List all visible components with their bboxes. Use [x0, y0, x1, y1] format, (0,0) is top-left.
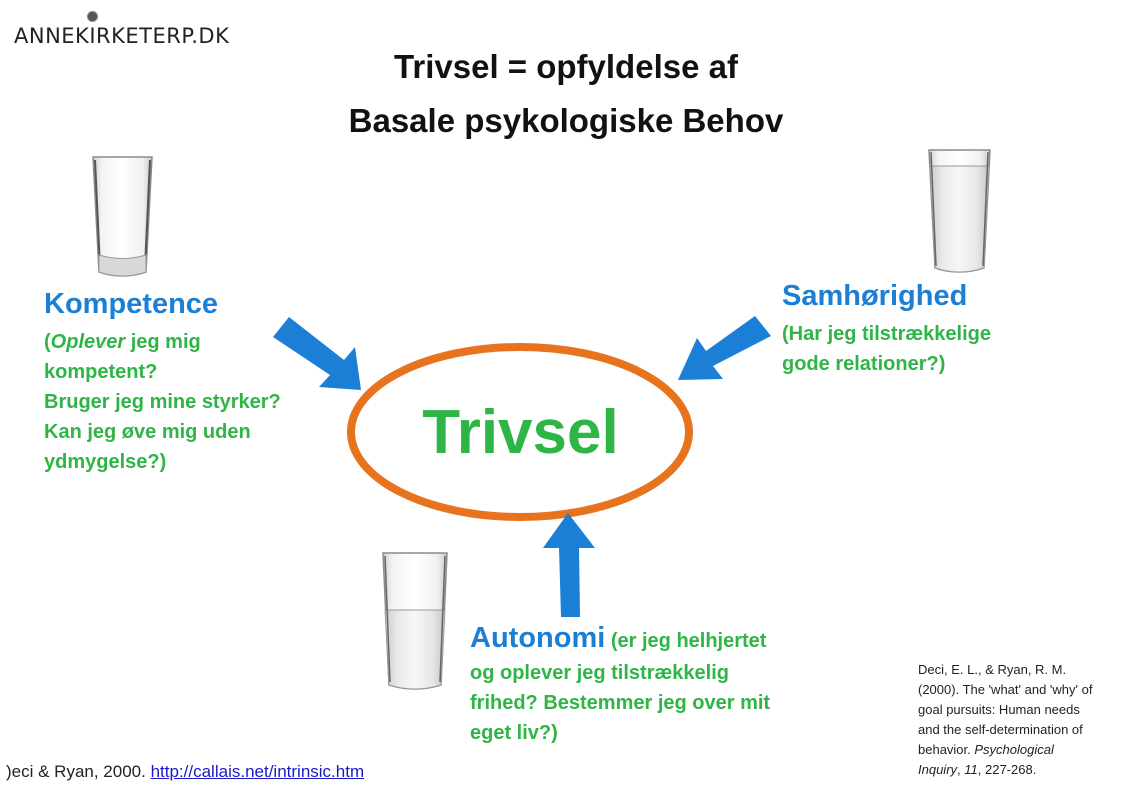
- trivsel-ellipse: [347, 343, 693, 521]
- site-logo: ANNEKIRKETERP.DK: [14, 24, 230, 48]
- citation: Deci, E. L., & Ryan, R. M. (2000). The '…: [918, 662, 1093, 777]
- page-title: Trivsel = opfyldelse af Basale psykologi…: [0, 40, 1132, 148]
- node-samhorighed: Samhørighed (Har jeg tilstrækkelige gode…: [782, 280, 1112, 379]
- node-text-kompetence: (Oplever jeg mig kompetent? Bruger jeg m…: [44, 331, 281, 473]
- node-title-autonomi: Autonomi: [470, 622, 606, 654]
- node-text-samhorighed: (Har jeg tilstrækkelige gode relationer?…: [782, 323, 991, 375]
- node-title-kompetence: Kompetence: [44, 288, 219, 320]
- glass-full-icon: [928, 149, 991, 273]
- glass-half-icon: [382, 552, 448, 690]
- node-kompetence: Kompetence (Oplever jeg mig kompetent? B…: [44, 288, 344, 477]
- footer-link[interactable]: http://callais.net/intrinsic.htm: [150, 762, 365, 781]
- arrow-icon: [543, 513, 595, 617]
- footer-text: )eci & Ryan, 2000.: [6, 762, 151, 781]
- arrow-icon: [678, 316, 771, 380]
- node-title-samhorighed: Samhørighed: [782, 280, 968, 312]
- node-text-autonomi: og oplever jeg tilstrækkelig frihed? Bes…: [470, 662, 771, 744]
- title-line-2: Basale psykologiske Behov: [348, 102, 784, 139]
- footer-reference: )eci & Ryan, 2000. http://callais.net/in…: [6, 762, 364, 782]
- node-heading-autonomi: Autonomi (er jeg helhjertet: [470, 622, 880, 656]
- node-inline-autonomi: (er jeg helhjertet: [605, 630, 767, 652]
- logo-dot: [87, 11, 98, 22]
- arrow-icon: [273, 317, 361, 390]
- node-autonomi: Autonomi (er jeg helhjertet og oplever j…: [470, 622, 880, 748]
- glass-empty-icon: [92, 156, 153, 277]
- title-line-1: Trivsel = opfyldelse af: [394, 48, 738, 85]
- center-label: Trivsel: [422, 397, 619, 467]
